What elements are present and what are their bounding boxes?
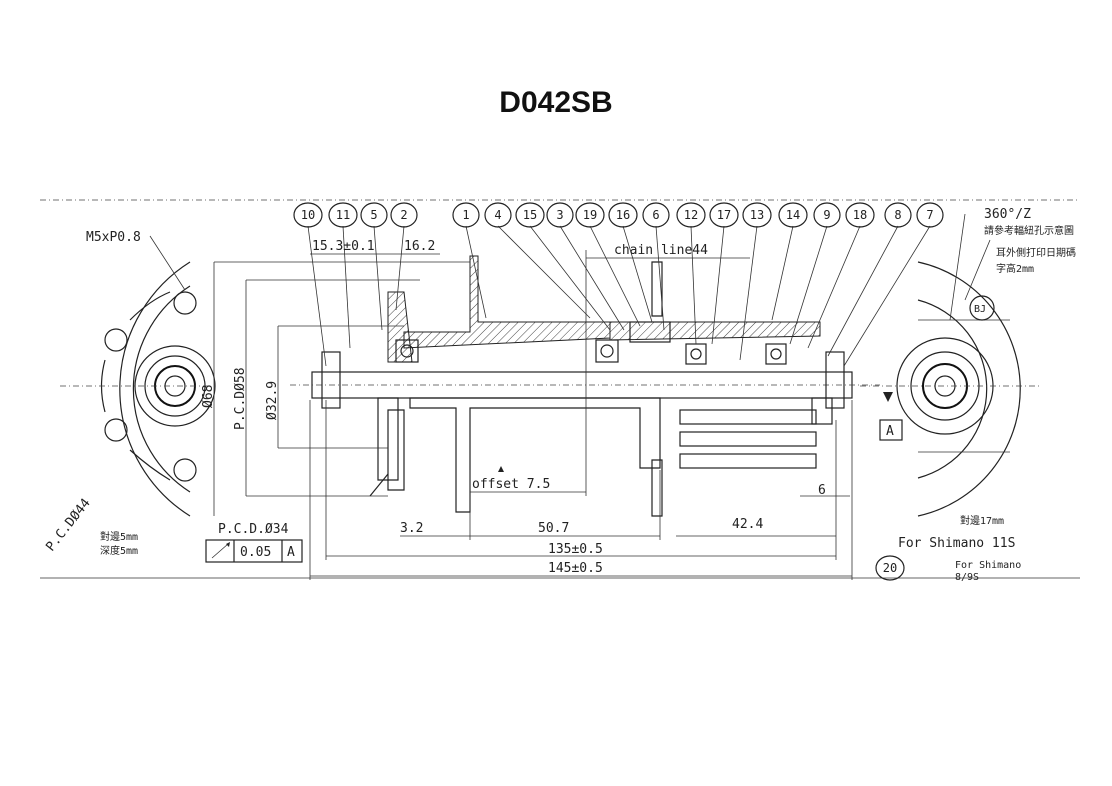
callout-4: 4 bbox=[484, 202, 512, 228]
chain-line-label: chain line44 bbox=[614, 243, 708, 258]
callout-5: 5 bbox=[360, 202, 388, 228]
callout-2: 2 bbox=[390, 202, 418, 228]
flat-5mm-label: 對邊5mm bbox=[100, 530, 138, 543]
spoke-hole-note: 請參考輻紐孔示意圖 bbox=[984, 224, 1074, 237]
svg-text:5: 5 bbox=[370, 208, 377, 222]
dim-42-4: 42.4 bbox=[732, 517, 763, 532]
offset-label: offset 7.5 bbox=[472, 477, 550, 492]
char-height-note: 字高2mm bbox=[996, 262, 1034, 275]
svg-text:15: 15 bbox=[523, 208, 537, 222]
callout-9: 9 bbox=[813, 202, 841, 228]
callout-15: 15 bbox=[515, 202, 545, 228]
callout-19: 19 bbox=[575, 202, 605, 228]
svg-text:4: 4 bbox=[494, 208, 501, 222]
callout-10: 10 bbox=[293, 202, 323, 228]
callout-13: 13 bbox=[742, 202, 772, 228]
tolerance-datum: A bbox=[287, 545, 295, 560]
svg-text:11: 11 bbox=[336, 208, 350, 222]
callout-17: 17 bbox=[709, 202, 739, 228]
callout-1: 1 bbox=[452, 202, 480, 228]
tolerance-value: 0.05 bbox=[240, 545, 271, 560]
across-flats-17mm: 對邊17mm bbox=[960, 514, 1004, 527]
dim-145: 145±0.5 bbox=[548, 561, 603, 576]
left-flange-view bbox=[60, 235, 216, 517]
svg-text:7: 7 bbox=[926, 208, 933, 222]
dim-16-2: 16.2 bbox=[404, 239, 435, 254]
callout-6: 6 bbox=[642, 202, 670, 228]
callout-11: 11 bbox=[328, 202, 358, 228]
drawing-title: D042SB bbox=[499, 86, 613, 119]
svg-text:1: 1 bbox=[462, 208, 469, 222]
svg-text:2: 2 bbox=[400, 208, 407, 222]
dim-135: 135±0.5 bbox=[548, 542, 603, 557]
callout-16: 16 bbox=[608, 202, 638, 228]
callout-8: 8 bbox=[884, 202, 912, 228]
pcd-44-label: P.C.DØ44 bbox=[43, 496, 93, 555]
callout-bubbles: 10 11 5 2 1 4 15 3 19 16 6 12 17 13 14 9… bbox=[293, 202, 944, 581]
svg-text:10: 10 bbox=[301, 208, 315, 222]
svg-text:16: 16 bbox=[616, 208, 630, 222]
shimano-11s-label: For Shimano 11S bbox=[898, 536, 1015, 551]
drawing-labels: M5xP0.8 15.3±0.1 16.2 chain line44 Ø68 P… bbox=[43, 207, 1076, 583]
dim-3-2: 3.2 bbox=[400, 521, 423, 536]
shimano-89s-label-b: 8/9S bbox=[955, 572, 979, 583]
callout-20: 20 bbox=[875, 555, 905, 581]
thread-label: M5xP0.8 bbox=[86, 230, 141, 245]
dia-68-label: Ø68 bbox=[201, 385, 216, 408]
callout-18: 18 bbox=[845, 202, 875, 228]
date-code-note: 耳外側打印日期碼 bbox=[996, 246, 1076, 259]
dia-32-9-label: Ø32.9 bbox=[265, 381, 280, 420]
dim-50-7: 50.7 bbox=[538, 521, 569, 536]
svg-text:18: 18 bbox=[853, 208, 867, 222]
dim-6: 6 bbox=[818, 483, 826, 498]
dimension-lines bbox=[205, 250, 903, 580]
callout-12: 12 bbox=[676, 202, 706, 228]
callout-7: 7 bbox=[916, 202, 944, 228]
svg-text:8: 8 bbox=[894, 208, 901, 222]
callout-3: 3 bbox=[546, 202, 574, 228]
svg-text:17: 17 bbox=[717, 208, 731, 222]
svg-text:12: 12 bbox=[684, 208, 698, 222]
pcd-58-label: P.C.DØ58 bbox=[233, 367, 248, 430]
svg-text:14: 14 bbox=[786, 208, 800, 222]
svg-text:3: 3 bbox=[556, 208, 563, 222]
dim-15-3: 15.3±0.1 bbox=[312, 239, 375, 254]
bj-mark: BJ bbox=[974, 304, 986, 315]
callout-14: 14 bbox=[778, 202, 808, 228]
depth-5mm-label: 深度5mm bbox=[100, 544, 138, 557]
right-end-view bbox=[860, 213, 1040, 517]
svg-text:20: 20 bbox=[883, 561, 897, 575]
svg-text:13: 13 bbox=[750, 208, 764, 222]
datum-a-label: A bbox=[886, 424, 894, 439]
svg-text:6: 6 bbox=[652, 208, 659, 222]
callout-leaders bbox=[307, 225, 931, 367]
angle-label: 360°/Z bbox=[984, 207, 1031, 222]
shimano-89s-label-a: For Shimano bbox=[955, 560, 1021, 571]
svg-text:9: 9 bbox=[823, 208, 830, 222]
hub-section bbox=[290, 255, 880, 517]
pcd-34-label: P.C.D.Ø34 bbox=[218, 522, 289, 537]
svg-text:19: 19 bbox=[583, 208, 597, 222]
